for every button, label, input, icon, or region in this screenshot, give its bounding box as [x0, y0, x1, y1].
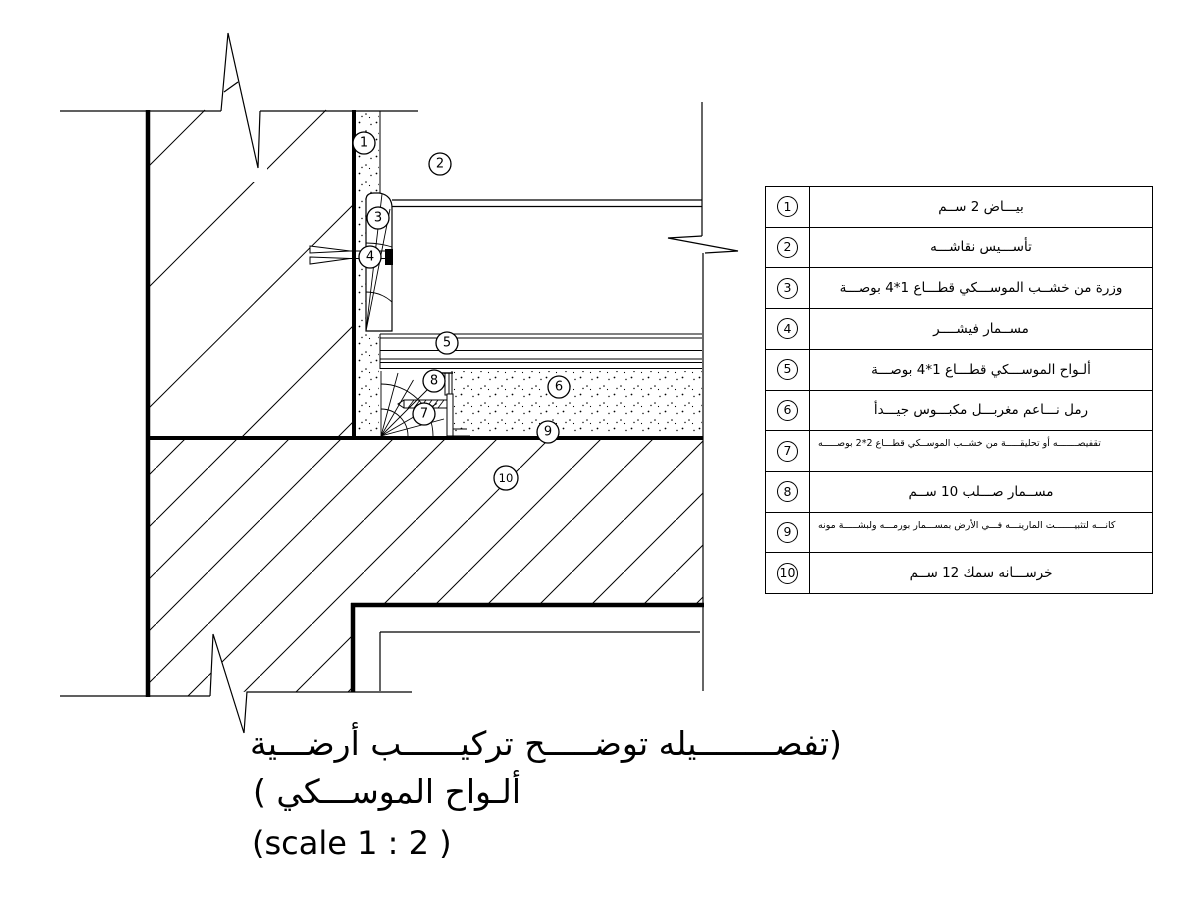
legend-table: 1 بيـــاض 2 ســم 2 تأســـيس نقاشـــه 3 وزرة م…	[765, 186, 1153, 594]
callout-9: 9	[536, 420, 560, 444]
legend-text: مســمار فيشــــر	[933, 320, 1029, 337]
svg-text:3: 3	[374, 211, 382, 226]
wood-grain-arcs	[365, 242, 393, 303]
callout-3: 3	[366, 206, 390, 230]
floor-right-edge	[667, 102, 739, 691]
legend-row: 7 تقفيصـــــــه أو تحليقـــــة من خشــب ا…	[766, 431, 1152, 472]
concrete-slab	[60, 436, 704, 734]
callout-8: 8	[422, 369, 446, 393]
wood-batten	[380, 371, 445, 437]
legend-number-cell: 10	[766, 553, 810, 594]
legend-text: تقفيصـــــــه أو تحليقـــــة من خشــب ال…	[818, 438, 1101, 450]
legend-number: 9	[777, 521, 798, 543]
legend-text: تأســـيس نقاشـــه	[930, 239, 1032, 256]
bottom-break-icon	[209, 633, 248, 734]
svg-text:4: 4	[366, 250, 374, 265]
legend-row: 3 وزرة من خشــب الموســـكي قطـــاع 1*4 بو…	[766, 268, 1152, 310]
callout-10: 10	[493, 465, 519, 491]
drawing-title-line2: ألـواح الموســـكي )	[253, 772, 521, 811]
legend-text: بيـــاض 2 ســم	[938, 198, 1024, 215]
legend-text: وزرة من خشــب الموســـكي قطـــاع 1*4 بوص…	[839, 280, 1123, 297]
legend-row: 6 رمل نـــاعم مغربـــل مكبـــوس جيـــدأ	[766, 390, 1152, 432]
legend-number-cell: 6	[766, 390, 810, 431]
svg-text:9: 9	[544, 425, 552, 440]
svg-text:2: 2	[436, 157, 444, 172]
legend-number: 10	[777, 562, 798, 584]
legend-number-cell: 1	[766, 187, 810, 227]
top-break-icon	[220, 32, 261, 169]
legend-text: ألـواح الموســـكي قطـــاع 1*4 بوصـــة	[871, 361, 1091, 378]
sand-fill	[451, 371, 702, 437]
legend-number: 4	[777, 318, 798, 340]
legend-row: 2 تأســـيس نقاشـــه	[766, 227, 1152, 269]
callout-5: 5	[435, 331, 459, 355]
drawing-title-line1: (تفصــــــــيله توضـــــح تركيــــــب أر…	[250, 724, 842, 763]
legend-number: 8	[777, 481, 798, 503]
svg-text:8: 8	[430, 374, 438, 389]
callout-4: 4	[358, 245, 382, 269]
callout-7: 7	[412, 402, 436, 426]
legend-row: 10 خرســـانه سمك 12 ســم	[766, 553, 1152, 594]
legend-text: رمل نـــاعم مغربـــل مكبـــوس جيـــدأ	[873, 402, 1089, 419]
legend-number-cell: 8	[766, 471, 810, 512]
legend-number-cell: 2	[766, 227, 810, 268]
svg-text:5: 5	[443, 336, 451, 351]
legend-number: 6	[777, 399, 798, 421]
wall-section	[60, 26, 418, 697]
svg-text:6: 6	[555, 380, 563, 395]
legend-row: 8 مســمار صـــلب 10 ســم	[766, 471, 1152, 513]
floor-boards	[379, 333, 702, 369]
callout-2: 2	[428, 152, 452, 176]
callout-6: 6	[547, 375, 571, 399]
legend-number: 2	[777, 237, 798, 259]
callout-1: 1	[352, 131, 376, 155]
callout-labels: 1 2 3 4 5 6 7 8 9 10	[352, 131, 571, 491]
drawing-scale-label: (scale 1 : 2 )	[252, 824, 452, 862]
legend-text: كانـــه لتثبيـــــــت المارينـــه فـــي …	[818, 519, 1116, 531]
legend-text: خرســـانه سمك 12 ســم	[909, 565, 1053, 582]
right-break-icon	[667, 235, 739, 254]
legend-number-cell: 3	[766, 268, 810, 309]
end-grain-fan	[380, 371, 445, 437]
legend-number-cell: 9	[766, 512, 810, 553]
legend-number-cell: 4	[766, 309, 810, 349]
legend-row: 4 مســمار فيشــــر	[766, 309, 1152, 350]
floor-top-band	[392, 199, 702, 208]
legend-number: 7	[777, 440, 798, 462]
legend-number-cell: 7	[766, 431, 810, 471]
svg-text:10: 10	[499, 471, 514, 485]
legend-row: 5 ألـواح الموســـكي قطـــاع 1*4 بوصـــة	[766, 349, 1152, 391]
svg-text:7: 7	[420, 407, 428, 422]
svg-text:1: 1	[360, 136, 368, 151]
legend-number: 1	[777, 196, 798, 218]
legend-number-cell: 5	[766, 349, 810, 390]
legend-number: 5	[777, 359, 798, 381]
legend-row: 9 كانـــه لتثبيـــــــت المارينـــه فـــي…	[766, 512, 1152, 554]
wall-hatch	[147, 109, 355, 439]
legend-text: مســمار صـــلب 10 ســم	[908, 483, 1054, 500]
legend-number: 3	[777, 277, 798, 299]
legend-row: 1 بيـــاض 2 ســم	[766, 187, 1152, 228]
